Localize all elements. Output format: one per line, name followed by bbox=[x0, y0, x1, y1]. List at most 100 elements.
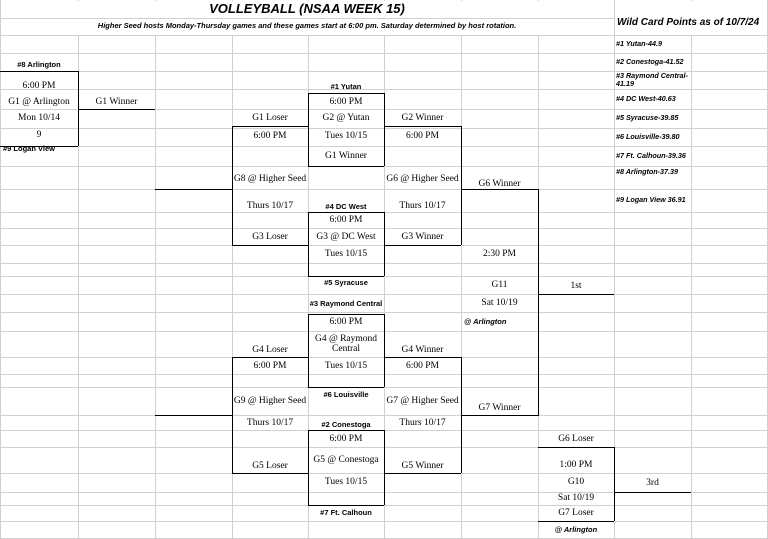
bracket-line bbox=[155, 415, 232, 416]
bracket-line bbox=[232, 357, 308, 358]
advance-label: G2 Winner bbox=[401, 113, 444, 124]
game-time: 1:00 PM bbox=[559, 459, 593, 470]
bracket-line bbox=[384, 357, 461, 358]
bracket-line bbox=[308, 430, 309, 505]
bracket-line bbox=[232, 473, 308, 474]
bracket-line bbox=[538, 521, 614, 522]
game-date: Thurs 10/17 bbox=[399, 418, 446, 429]
page-title: VOLLEYBALL (NSAA WEEK 15) bbox=[209, 0, 405, 16]
loser-label: G6 Loser bbox=[558, 434, 594, 445]
game-date: Thurs 10/17 bbox=[246, 200, 294, 211]
gridline bbox=[614, 0, 615, 539]
game-matchup: G5 @ Conestoga bbox=[313, 454, 379, 465]
bracket-line bbox=[538, 189, 539, 416]
bracket-line bbox=[308, 166, 384, 167]
gridline bbox=[461, 0, 462, 539]
game-date: Tues 10/15 bbox=[324, 130, 368, 141]
gridline bbox=[232, 0, 233, 539]
gridline bbox=[0, 0, 1, 539]
bracket-line bbox=[78, 109, 155, 110]
game-time: 2:30 PM bbox=[483, 248, 516, 259]
game-matchup: G11 bbox=[491, 279, 508, 290]
bracket-line bbox=[308, 93, 384, 94]
seed-label: #8 Arlington bbox=[17, 59, 61, 69]
game-date: Tues 10/15 bbox=[324, 360, 368, 371]
bracket-line bbox=[308, 212, 384, 213]
game-matchup: G8 @ Higher Seed bbox=[233, 173, 307, 184]
wildcard-item: #3 Raymond Central-41.19 bbox=[616, 70, 688, 88]
advance-label: G3 Winner bbox=[401, 231, 444, 242]
bracket-line bbox=[614, 447, 615, 521]
seed-label: #5 Syracuse bbox=[324, 277, 368, 287]
wildcard-item: #5 Syracuse-39.85 bbox=[616, 113, 679, 123]
bracket-line bbox=[308, 314, 309, 387]
bracket-line bbox=[232, 126, 233, 245]
advance-label: G7 Winner bbox=[478, 402, 521, 413]
loser-label: G4 Loser bbox=[252, 344, 288, 355]
bracket-line bbox=[232, 245, 308, 246]
placement-label: 1st bbox=[570, 280, 582, 291]
game-matchup: G3 @ DC West bbox=[316, 231, 376, 242]
game-matchup: G7 @ Higher Seed bbox=[386, 395, 459, 406]
gridline bbox=[155, 0, 156, 539]
bracket-line bbox=[308, 387, 384, 388]
game-matchup: G4 @ Raymond Central bbox=[314, 333, 378, 354]
game-site: @ Arlington bbox=[464, 316, 507, 326]
title-bg bbox=[1, 1, 614, 18]
bracket-line bbox=[308, 93, 309, 166]
bracket-line bbox=[232, 126, 308, 127]
bracket-line bbox=[0, 71, 78, 72]
wildcard-item: #7 Ft. Calhoun-39.36 bbox=[616, 150, 686, 160]
game-date: Mon 10/14 bbox=[18, 113, 60, 124]
bracket-line bbox=[384, 430, 385, 505]
game-date: Thurs 10/17 bbox=[246, 418, 294, 429]
wildcard-item: #6 Louisville-39.80 bbox=[616, 131, 680, 141]
bracket-line bbox=[461, 126, 462, 245]
bracket-line bbox=[308, 276, 384, 277]
loser-label: G1 Loser bbox=[252, 113, 288, 124]
advance-label: G6 Winner bbox=[478, 178, 521, 189]
bracket-line bbox=[308, 430, 384, 431]
game-matchup: G1 @ Arlington bbox=[8, 96, 70, 107]
advance-label: G1 Winner bbox=[325, 150, 367, 161]
seed-label: #4 DC West bbox=[325, 201, 367, 211]
subtitle-bg bbox=[1, 19, 614, 35]
wildcard-item: #4 DC West-40.63 bbox=[616, 93, 676, 103]
game-matchup: G10 bbox=[567, 477, 585, 488]
bracket-line bbox=[384, 473, 461, 474]
bracket-line bbox=[384, 126, 461, 127]
loser-label: G5 Loser bbox=[252, 460, 288, 471]
wildcard-item: #8 Arlington-37.39 bbox=[616, 166, 679, 176]
bracket-line bbox=[461, 357, 462, 473]
bracket-line bbox=[461, 189, 538, 190]
gridline bbox=[78, 0, 79, 539]
bracket-line bbox=[308, 212, 309, 276]
bracket-line bbox=[384, 245, 461, 246]
seed-label: #9 Logan View bbox=[3, 144, 55, 154]
wildcard-item: #2 Conestoga-41.52 bbox=[616, 56, 684, 66]
bracket-line bbox=[614, 492, 691, 493]
bracket-line bbox=[155, 189, 232, 190]
loser-label: G7 Loser bbox=[558, 507, 594, 518]
game-site: @ Arlington bbox=[554, 524, 598, 534]
bracket-line bbox=[461, 415, 538, 416]
wildcard-item: #9 Logan View 36.91 bbox=[616, 195, 686, 205]
game-time: 6:00 PM bbox=[329, 317, 363, 328]
game-time: 6:00 PM bbox=[253, 360, 287, 371]
bracket-line bbox=[308, 505, 384, 506]
bracket-line bbox=[538, 294, 614, 295]
game-date: Tues 10/15 bbox=[324, 248, 368, 259]
loser-label: G3 Loser bbox=[252, 231, 288, 242]
game-matchup: G9 @ Higher Seed bbox=[233, 395, 307, 406]
game-matchup: G6 @ Higher Seed bbox=[386, 173, 459, 184]
game-time: 6:00 PM bbox=[329, 434, 363, 445]
game-matchup: G2 @ Yutan bbox=[322, 113, 370, 124]
bracket-line bbox=[384, 93, 385, 166]
game-date: Sat 10/19 bbox=[481, 297, 518, 308]
bracket-line bbox=[384, 314, 385, 387]
advance-label: G4 Winner bbox=[401, 344, 444, 355]
game-time: 6:00 PM bbox=[406, 360, 439, 371]
game-number: 9 bbox=[36, 129, 42, 140]
game-time: 6:00 PM bbox=[406, 130, 439, 141]
